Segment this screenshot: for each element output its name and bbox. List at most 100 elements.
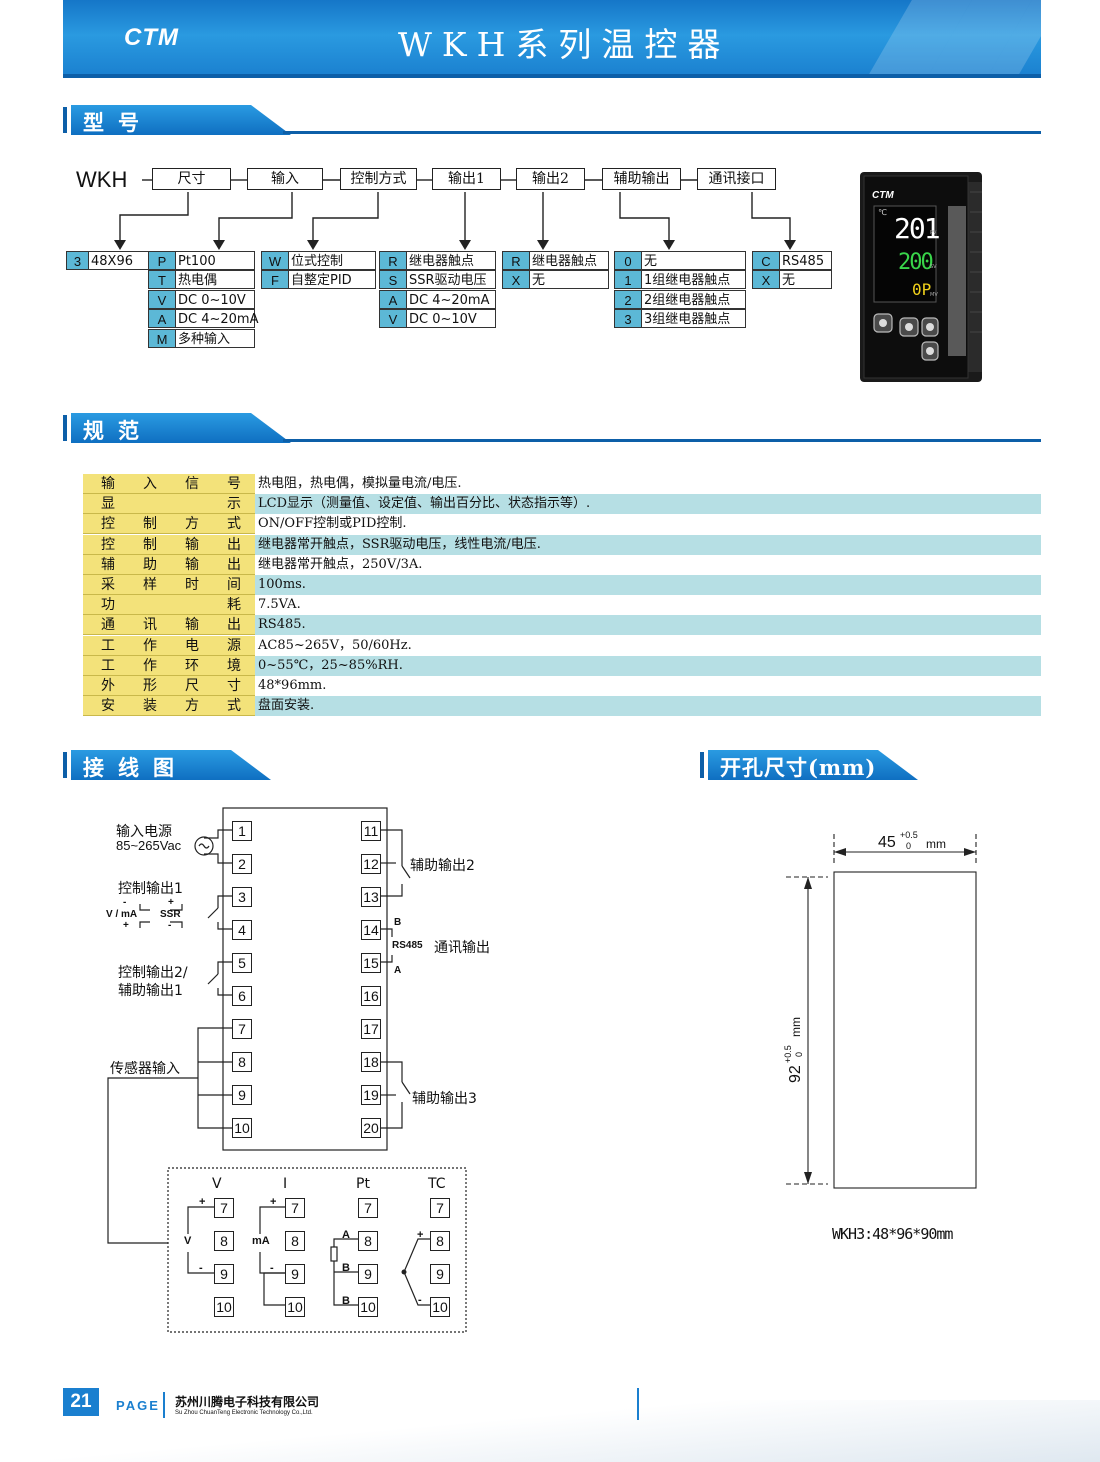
- model-field: 辅助输出: [602, 168, 681, 190]
- spec-label-char: 工: [101, 637, 115, 654]
- rs485-label: RS485: [392, 940, 423, 951]
- spec-label-char: 信: [185, 476, 199, 492]
- section-bar: [63, 752, 67, 778]
- spec-value: ON/OFF控制或PID控制.: [258, 516, 407, 532]
- model-size-label: WKH3:48*96*90mm: [832, 1225, 953, 1243]
- terminal: 7: [232, 1019, 252, 1039]
- footer-rule: [637, 1388, 639, 1420]
- spec-label-char: 控: [101, 516, 115, 533]
- spec-row: 辅助输出继电器常开触点，250V/3A.: [83, 554, 1041, 575]
- spec-label-char: 方: [185, 698, 199, 715]
- page-number: 21: [63, 1388, 99, 1416]
- sensor-terminal: 9: [358, 1264, 378, 1284]
- v-minus: -: [199, 1262, 203, 1274]
- sensor-terminal: 9: [214, 1264, 234, 1284]
- terminal: 1: [232, 821, 252, 841]
- section-title: 开孔尺寸(mm): [720, 755, 877, 780]
- option-desc: 1组继电器触点: [641, 270, 746, 290]
- company-name-en: Su Zhou ChuanTeng Electronic Technology …: [175, 1410, 313, 1416]
- section-header-model: 型号: [63, 105, 1041, 135]
- option-desc: Pt100: [175, 251, 255, 270]
- spec-label-char: 出: [227, 536, 241, 553]
- section-tab: [71, 105, 291, 135]
- option-desc: 热电偶: [175, 270, 255, 290]
- model-field: 输出2: [516, 168, 585, 190]
- sensor-terminal: 10: [285, 1297, 305, 1317]
- option-desc: DC 0~10V: [175, 289, 255, 309]
- device-brand: CTM: [872, 190, 894, 201]
- ssr-label: SSR: [160, 909, 181, 920]
- pt-b2: B: [342, 1295, 350, 1307]
- terminal: 12: [361, 854, 381, 874]
- spec-value: AC85~265V，50/60Hz.: [258, 637, 412, 653]
- rs485-a: A: [394, 965, 402, 976]
- spec-label: 外形尺寸: [83, 676, 255, 696]
- terminal: 15: [361, 953, 381, 973]
- sensor-terminal: 9: [285, 1264, 305, 1284]
- section-bar: [63, 107, 67, 133]
- page-label: PAGE: [116, 1398, 160, 1413]
- spec-row: 安装方式盘面安装.: [83, 696, 1041, 717]
- option-desc: DC 4~20mA: [175, 309, 258, 329]
- spec-label-char: 辅: [101, 556, 115, 573]
- spec-value: 0~55℃，25~85%RH.: [255, 655, 1041, 676]
- sensor-type-name: I: [283, 1176, 288, 1192]
- option-desc: 继电器触点: [406, 251, 496, 270]
- spec-label-char: 安: [101, 698, 115, 715]
- model-field: 控制方式: [340, 168, 417, 190]
- section-header-wiring: 接线图: [63, 750, 283, 780]
- spec-label-char: 装: [143, 698, 157, 715]
- spec-label-char: 示: [227, 496, 241, 513]
- header-banner: [63, 0, 1041, 78]
- option-desc: 无: [529, 270, 609, 290]
- device-pv-display: 201: [894, 212, 941, 245]
- spec-value: 继电器常开触点，SSR驱动电压，线性电流/电压.: [255, 534, 1041, 555]
- spec-label: 工作电源: [83, 635, 255, 656]
- vma-label: V / mA: [106, 909, 138, 920]
- spec-label-char: 式: [227, 516, 241, 533]
- aux-out3-label: 辅助输出3: [412, 1091, 477, 1107]
- ma-minus: -: [270, 1262, 274, 1274]
- device-out-display: 0P: [912, 280, 932, 299]
- cutout-height-unit: mm: [789, 1017, 803, 1037]
- device-pv-label: PV: [930, 230, 937, 236]
- vma-plus: +: [123, 920, 129, 931]
- spec-label-char: 出: [227, 556, 241, 573]
- spec-value: 热电阻，热电偶，模拟量电流/电压.: [258, 476, 462, 491]
- power-label: 输入电源: [116, 824, 172, 840]
- option-code: X: [752, 270, 780, 290]
- cutout-width-unit: mm: [926, 837, 946, 851]
- section-bar: [700, 752, 704, 778]
- option-desc: 3组继电器触点: [641, 309, 746, 329]
- tc-minus: -: [418, 1294, 422, 1306]
- device-image: CTM ℃ 201 PV 200 SV 0P MV: [860, 172, 982, 382]
- cutout-width-tol-plus: +0.5: [900, 830, 918, 840]
- pt-a: A: [342, 1229, 350, 1241]
- sensor-terminal: 8: [285, 1231, 305, 1251]
- cutout-width: 45: [878, 834, 896, 851]
- terminal: 19: [361, 1085, 381, 1105]
- sensor-terminal: 7: [285, 1198, 305, 1218]
- sensor-type-name: TC: [428, 1176, 446, 1192]
- tc-plus: +: [417, 1229, 424, 1241]
- spec-value: 100ms.: [255, 575, 1041, 595]
- spec-label-char: 环: [185, 657, 199, 674]
- section-tab: [71, 413, 291, 443]
- ma-mid-label: mA: [252, 1235, 270, 1247]
- cutout-height-tol-plus: +0.5: [783, 1045, 793, 1063]
- section-tab: [708, 750, 918, 780]
- spec-label-char: 样: [143, 577, 157, 593]
- terminal: 2: [232, 854, 252, 874]
- cutout-height-tol-zero: 0: [794, 1051, 804, 1057]
- terminal: 9: [232, 1085, 252, 1105]
- option-desc: SSR驱动电压: [406, 270, 496, 290]
- rs485-b: B: [394, 917, 402, 928]
- spec-label: 辅助输出: [83, 554, 255, 575]
- option-desc: DC 0~10V: [406, 309, 496, 329]
- device-buttons: [873, 313, 939, 361]
- spec-label-char: 作: [143, 657, 157, 674]
- option-code: 1: [614, 270, 642, 290]
